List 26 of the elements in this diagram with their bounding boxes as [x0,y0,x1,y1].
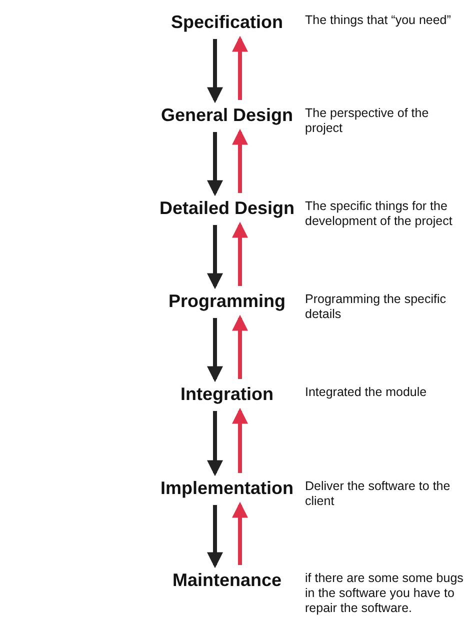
arrow [232,222,248,286]
stage-title: Implementation [160,477,294,499]
arrow [232,408,248,473]
arrow [207,318,223,382]
stage-title: General Design [161,104,294,126]
stage-title: Specification [171,11,284,33]
arrow [207,505,223,568]
arrow [232,314,248,379]
description-text: The things that “you need” [305,13,452,28]
description-text: Deliver the software to the client [305,479,452,509]
description-text: The perspective of the project [305,106,430,136]
arrow [232,502,248,565]
arrow [207,225,223,290]
arrow [207,39,223,104]
stage-title: Programming [168,290,286,312]
arrow [232,128,248,193]
arrow [207,411,223,476]
stage-title: Integration [180,383,274,405]
description-text: Programming the specific details [305,292,448,322]
stage-title: Maintenance [172,569,282,591]
stage-title: Detailed Design [160,197,295,219]
arrow [232,36,248,100]
description-text: if there are some some bugs in the software you have to repair the software. [305,571,464,616]
description-text: Integrated the module [305,385,428,400]
arrow [207,132,223,196]
description-text: The specific things for the development of the project [305,199,454,229]
